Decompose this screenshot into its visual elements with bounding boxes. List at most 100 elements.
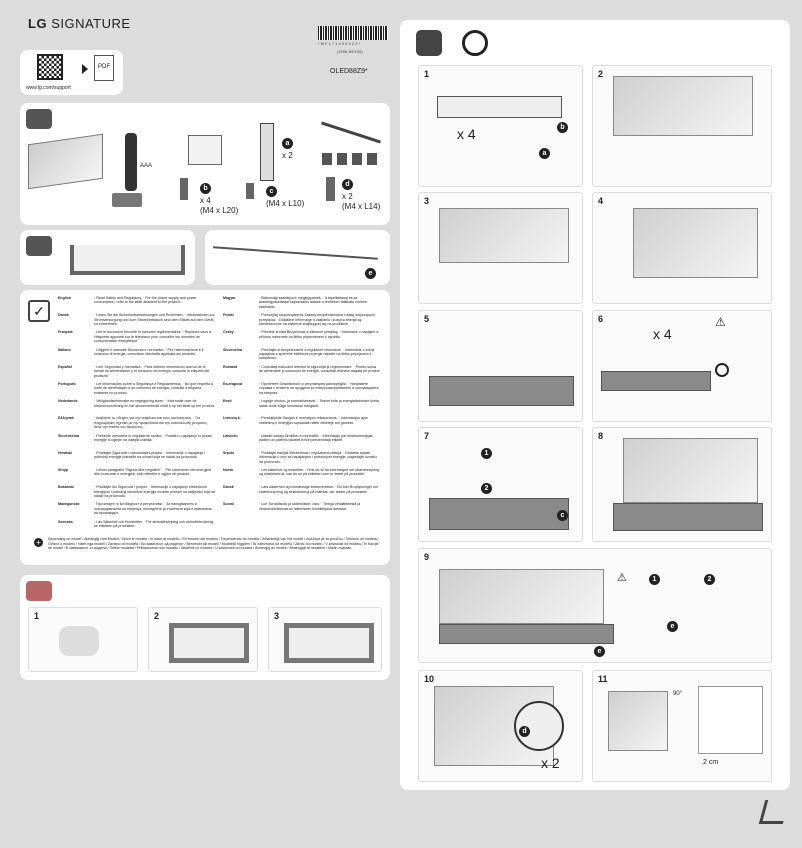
stand-base-illustration [429,498,569,530]
part-e-badge: e [667,621,678,632]
screw-d-icon [326,177,335,201]
language-row: Dansk· Læs sikkerhed og lovmæssige beste… [223,485,383,494]
barcode [318,26,388,40]
language-text: · Veiligheidsinformatie en regelgeving l… [94,399,216,408]
language-row: Lietuvių k.· Perskaitykite Saugos ir nor… [223,416,383,425]
part-c-size: (M4 x L10) [266,199,305,208]
language-row: Português· Ler informações sobre a Segur… [58,382,218,395]
language-name: Svenska [58,519,73,524]
brand-logo: LG SIGNATURE [28,16,131,31]
model-number: OLED88Z9* [330,68,368,75]
language-row: Suomi· Lue Turvallisuus ja säännökset -o… [223,502,383,511]
tv-illustration [439,208,569,263]
part-b-size: (M4 x L20) [200,206,239,215]
language-row: Slovenščina· Preberite varnostne in regu… [58,434,218,443]
callout-1: 1 [649,574,660,585]
language-row: Български · Прочетете Безопасност и регул… [223,382,383,395]
language-text: · Pročitajte dio Sigurnost i propisi. · … [94,485,216,498]
stand-frame-illustration [284,623,374,663]
language-row: Dansk· Lesen Sie die Sicherheitsanweisun… [58,313,218,326]
part-b-badge: b [557,122,568,133]
stand-icon [26,236,52,256]
language-text: · Preberite varnostne in regulativne raz… [94,433,212,442]
part-a-badge: a [539,148,550,159]
language-name: Español [58,364,72,369]
tv-illustration [623,438,758,503]
language-text: · Přečtěte si část Bezpečnost a zákonné … [259,330,379,339]
support-box: PDF www.lg.com/support [20,50,123,95]
language-row: Français · Lire le document Sécurité et m… [58,330,218,343]
tv-illustration [439,569,604,624]
prohibited-icon [715,363,729,377]
language-name: Latviešu [223,433,238,438]
checklist-icon: ✓ [28,300,50,322]
qty-x4: x 4 [653,326,672,342]
step-4: 4 [592,192,772,304]
qr-code[interactable] [37,54,63,80]
stand-base-illustration [601,371,711,391]
language-text: · Izlasiet sadaļu Drošība un normatīvi. … [259,433,373,442]
language-row: Română· Consultaţi manualul referitor la… [223,365,383,374]
language-name: Português [58,382,76,386]
language-text: · Biztonsági szabályozó megjegyzések. · … [259,296,367,309]
tv-illustration [28,133,103,190]
language-name: Български [223,382,243,386]
part-c-badge: c [266,186,277,197]
support-url[interactable]: www.lg.com/support [26,85,71,91]
language-name: Hrvatski [58,450,73,455]
language-text: · Lexoni paragrafin "Siguria dhe rregull… [94,468,212,477]
guide-part-icon [260,123,274,181]
rod-illustration [213,246,378,260]
step-11: 11 90° 2 cm [592,670,772,782]
part-d-size: (M4 x L14) [342,202,381,211]
language-name: Slovenčina [223,347,242,352]
step-8: 8 [592,427,772,542]
language-name: Nederlands [58,399,78,404]
language-name: Magyar [223,296,236,300]
clips-icon [322,153,382,165]
language-text: · Przeczytaj rozporządzenia Zasady bezpi… [259,313,375,326]
stand-base-illustration [439,624,614,644]
language-name: English [58,296,71,300]
language-text: · Les sikkerhet og forskrifter. · Hvis d… [259,468,380,477]
gap-label: 2 cm [703,759,719,766]
language-name: Lietuvių k. [223,416,241,421]
part-b-badge: b [200,183,211,194]
language-row: Shqip· Lexoni paragrafin "Siguria dhe rr… [58,468,218,477]
warning-icon: ⚠ [617,572,627,584]
tv-illustration [608,691,668,751]
language-text: · Прочетете Безопасност и регулаторни ра… [259,382,379,395]
part-e-badge: e [594,646,605,657]
language-text: · Прочитајте го Безбедност и регулативи.… [94,502,212,516]
tv-illustration [633,208,758,278]
language-text: · Consultaţi manualul referitor la sigur… [259,364,381,374]
language-name: Dansk [223,485,234,490]
language-name: Suomi [223,502,234,507]
step-2: 2 [592,65,772,187]
language-row: Polski· Przeczytaj rozporządzenia Zasady… [223,313,383,326]
language-row: Norsk· Les sikkerhet og forskrifter. · H… [223,468,383,477]
part-a-badge: a [282,138,293,149]
language-name: Français [58,330,73,335]
stand-illustration [70,245,185,275]
language-text: · Pročitajte Sigurnost i zakonodavni pro… [94,450,206,460]
language-text: · Prečítajte si bezpečnostné a regulačné… [259,347,375,361]
battery-label: AAA [140,163,153,169]
corner-logo-icon [758,800,790,824]
screw-b-icon [180,178,188,200]
language-row: English· Read Safety and Regulatory. · F… [58,296,218,305]
language-row: Español· Leer Seguridad y normativa. · P… [58,365,218,378]
language-text: · Läs Säkerhet och föreskrifter. · För s… [94,519,215,528]
part-d-badge: d [519,726,530,737]
wall-detail [698,686,763,754]
hand-illustration [59,626,99,656]
language-row: Eesti· Lugege ohutus- ja normatiivteavet… [223,399,383,408]
callout-2: 2 [704,574,715,585]
stand-bracket-icon [112,193,142,207]
left-step-1: 1 [28,607,138,672]
language-text: · Lire le document Sécurité et mesures r… [94,330,212,344]
step-3: 3 [418,192,583,304]
parts-box: AAA a x 2 b x 4 (M4 x L20) c (M4 x L10) … [20,103,390,225]
